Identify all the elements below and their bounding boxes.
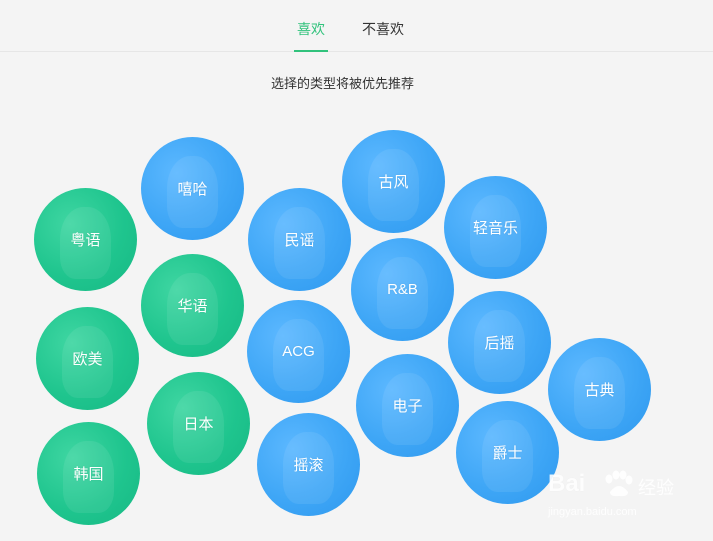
genre-bubble-hiphop[interactable]: 嘻哈 xyxy=(141,137,244,240)
genre-label: 韩国 xyxy=(73,466,104,483)
genre-label: 日本 xyxy=(183,416,214,433)
genre-label: 爵士 xyxy=(492,445,523,462)
genre-label: 粤语 xyxy=(70,232,101,249)
genre-bubble-korean[interactable]: 韩国 xyxy=(37,422,140,525)
genre-bubble-folk[interactable]: 民谣 xyxy=(248,188,351,291)
genre-bubble-mandarin[interactable]: 华语 xyxy=(141,254,244,357)
genre-label: 轻音乐 xyxy=(472,220,518,237)
genre-bubble-cantonese[interactable]: 粤语 xyxy=(34,188,137,291)
genre-bubble-rnb[interactable]: R&B xyxy=(351,238,454,341)
genre-bubble-acg[interactable]: ACG xyxy=(247,300,350,403)
genre-label: R&B xyxy=(387,281,418,298)
genre-bubble-classical[interactable]: 古典 xyxy=(548,338,651,441)
genre-label: 嘻哈 xyxy=(177,181,208,198)
genre-label: 电子 xyxy=(392,398,423,415)
genre-label: 民谣 xyxy=(284,232,315,249)
baidu-jingyan-watermark: Bai 经验 jingyan.baidu.com xyxy=(548,466,708,526)
genre-label: 后摇 xyxy=(484,335,515,352)
genre-label: 欧美 xyxy=(72,351,103,368)
genre-label: 古风 xyxy=(378,174,409,191)
genre-bubble-light-music[interactable]: 轻音乐 xyxy=(444,176,547,279)
genre-bubble-japanese[interactable]: 日本 xyxy=(147,372,250,475)
genre-label: ACG xyxy=(282,343,315,360)
genre-bubble-gufeng[interactable]: 古风 xyxy=(342,130,445,233)
genre-bubble-rock[interactable]: 摇滚 xyxy=(257,413,360,516)
baidu-paw-icon xyxy=(605,470,633,497)
genre-bubble-western[interactable]: 欧美 xyxy=(36,307,139,410)
watermark-url: jingyan.baidu.com xyxy=(548,506,637,518)
genre-label: 古典 xyxy=(584,382,615,399)
tab-dislike[interactable]: 不喜欢 xyxy=(362,21,404,37)
genre-label: 摇滚 xyxy=(293,457,324,474)
tab-like[interactable]: 喜欢 xyxy=(294,0,328,52)
genre-bubble-electronic[interactable]: 电子 xyxy=(356,354,459,457)
tab-bar: 喜欢 不喜欢 xyxy=(0,0,713,52)
genre-label: 华语 xyxy=(177,298,208,315)
genre-bubble-post-rock[interactable]: 后摇 xyxy=(448,291,551,394)
genre-bubble-jazz[interactable]: 爵士 xyxy=(456,401,559,504)
watermark-brand-suffix: 经验 xyxy=(638,478,674,498)
subtitle: 选择的类型将被优先推荐 xyxy=(270,76,414,91)
